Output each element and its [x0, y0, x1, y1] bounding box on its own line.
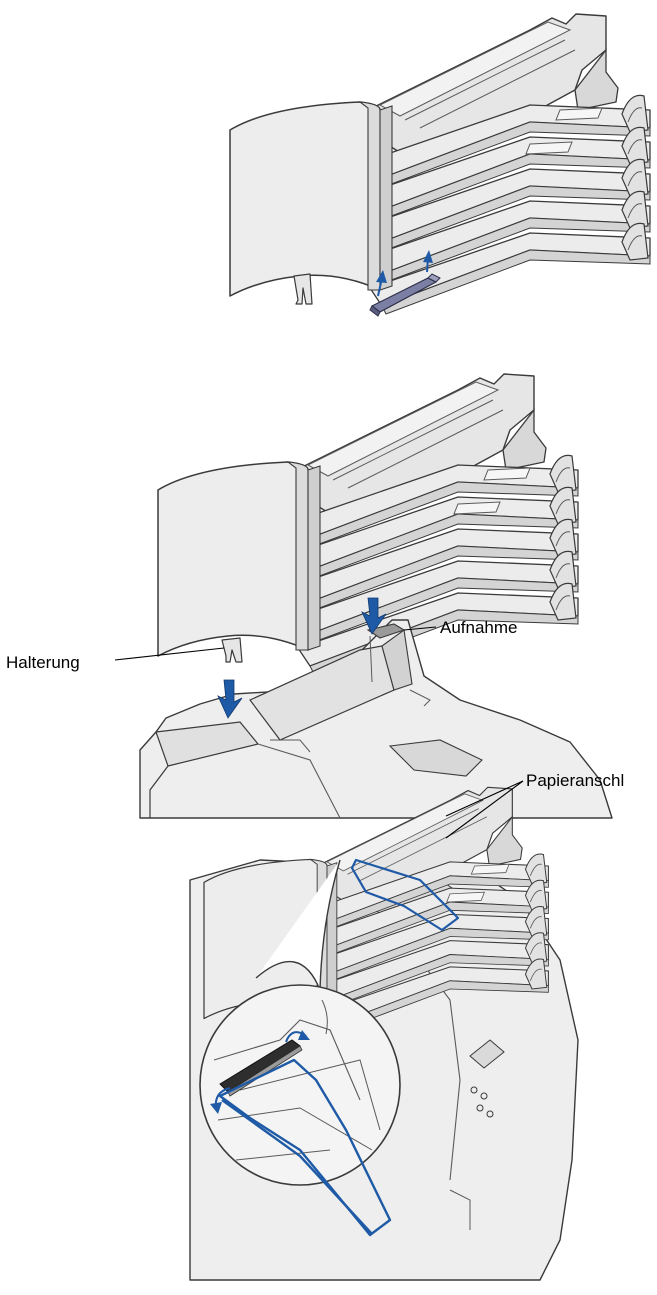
callout-papieranschlag: Papieranschl [526, 771, 624, 790]
step1-mailbox-illustration [230, 14, 650, 314]
callout-halterung: Halterung [6, 653, 80, 672]
callout-aufnahme: Aufnahme [440, 618, 518, 637]
